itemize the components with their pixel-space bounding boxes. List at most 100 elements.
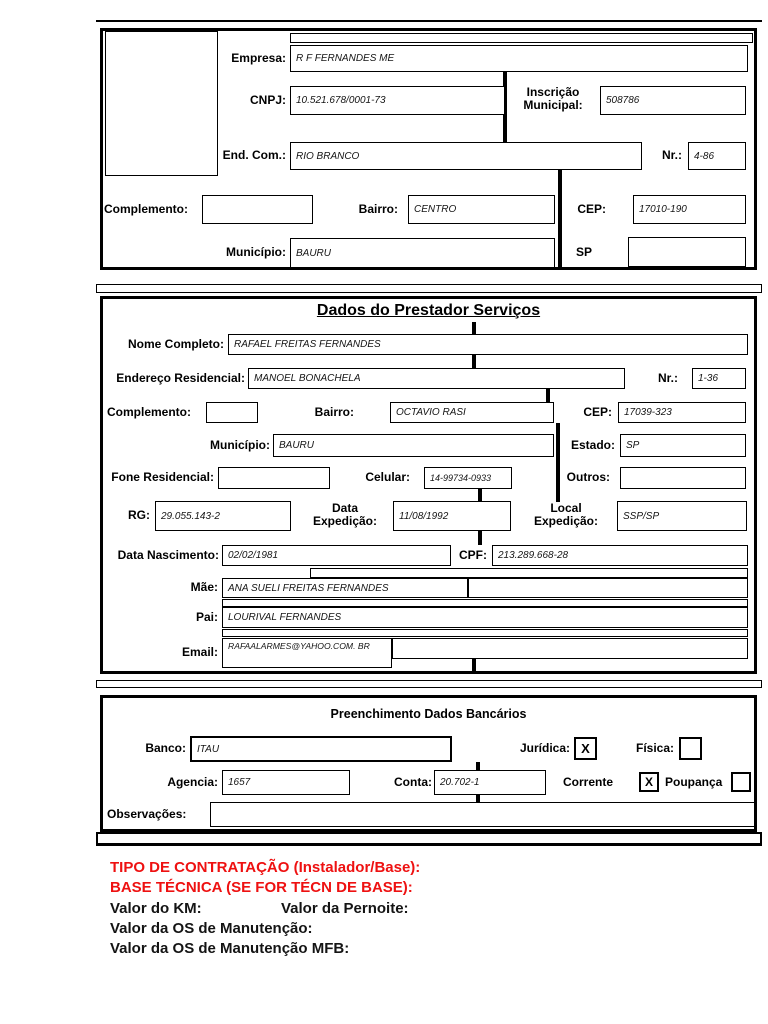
data-expedicao-field[interactable]: 11/08/1992 — [393, 501, 511, 531]
prestador-bairro-label: Bairro: — [314, 405, 354, 419]
section-divider-strip — [96, 680, 762, 688]
mae-field[interactable]: ANA SUELI FREITAS FERNANDES — [222, 578, 468, 598]
top-rule — [96, 20, 762, 22]
observacoes-field[interactable] — [210, 802, 755, 827]
conta-label: Conta: — [394, 775, 432, 789]
prestador-complemento-label: Complemento: — [107, 405, 191, 419]
company-nr-label: Nr.: — [661, 148, 682, 162]
fone-residencial-label: Fone Residencial: — [111, 470, 214, 484]
cnpj-label: CNPJ: — [249, 93, 286, 107]
rg-label: RG: — [128, 508, 150, 522]
email-label: Email: — [181, 645, 218, 659]
valor-os-manutencao-mfb-label: Valor da OS de Manutenção MFB: — [110, 940, 350, 957]
valor-pernoite-label: Valor da Pernoite: — [281, 900, 409, 917]
outros-field[interactable] — [620, 467, 746, 489]
fone-residencial-field[interactable] — [218, 467, 330, 489]
empty-strip — [222, 599, 748, 607]
endereco-residencial-label: Endereço Residencial: — [116, 371, 245, 385]
end-com-label: End. Com.: — [222, 148, 286, 162]
prestador-estado-field[interactable]: SP — [620, 434, 746, 457]
prestador-cep-label: CEP: — [583, 405, 612, 419]
connector-bar — [558, 170, 562, 268]
data-expedicao-label: Data Expedição: — [312, 501, 378, 529]
empty-strip — [310, 568, 748, 578]
cnpj-field[interactable]: 10.521.678/0001-73 — [290, 86, 505, 115]
local-expedicao-field[interactable]: SSP/SP — [617, 501, 747, 531]
celular-field[interactable]: 14-99734-0933 — [424, 467, 512, 489]
fisica-checkbox[interactable] — [679, 737, 702, 760]
end-com-field[interactable]: RIO BRANCO — [290, 142, 642, 170]
company-header-strip — [290, 33, 753, 43]
connector-bar — [478, 489, 482, 502]
agencia-label: Agencia: — [167, 775, 218, 789]
conta-field[interactable]: 20.702-1 — [434, 770, 546, 795]
connector-bar — [476, 762, 480, 772]
nome-completo-label: Nome Completo: — [128, 337, 224, 351]
empresa-label: Empresa: — [231, 51, 286, 65]
mae-label: Mãe: — [190, 580, 218, 594]
prestador-nr-label: Nr.: — [657, 371, 678, 385]
tipo-contratacao-line: TIPO DE CONTRATAÇÃO (Instalador/Base): — [110, 859, 421, 876]
empty-strip — [222, 629, 748, 637]
corrente-label: Corrente — [563, 775, 614, 789]
local-expedicao-label: Local Expedição: — [533, 501, 599, 529]
section-divider-strip — [96, 284, 762, 293]
prestador-bairro-field[interactable]: OCTAVIO RASI — [390, 402, 554, 423]
company-complemento-label: Complemento: — [104, 202, 188, 216]
banco-label: Banco: — [145, 741, 186, 755]
endereco-residencial-field[interactable]: MANOEL BONACHELA — [248, 368, 625, 389]
observacoes-label: Observações: — [107, 807, 187, 821]
pai-field[interactable]: LOURIVAL FERNANDES — [222, 607, 748, 628]
connector-bar — [472, 659, 476, 674]
mae-field-extension[interactable] — [468, 578, 748, 598]
connector-bar — [476, 795, 480, 804]
valor-km-label: Valor do KM: — [110, 900, 202, 917]
company-municipio-field[interactable]: BAURU — [290, 238, 555, 268]
empresa-field[interactable]: R F FERNANDES ME — [290, 45, 748, 72]
data-nascimento-label: Data Nascimento: — [117, 548, 219, 562]
data-nascimento-field[interactable]: 02/02/1981 — [222, 545, 451, 566]
prestador-complemento-field[interactable] — [206, 402, 258, 423]
juridica-checkbox[interactable]: X — [574, 737, 597, 760]
prestador-cep-field[interactable]: 17039-323 — [618, 402, 746, 423]
bancario-section-title: Preenchimento Dados Bancários — [330, 707, 527, 721]
inscricao-municipal-field[interactable]: 508786 — [600, 86, 746, 115]
company-cep-label: CEP: — [577, 202, 606, 216]
corrente-checkbox[interactable]: X — [639, 772, 659, 792]
logo-placeholder-box — [105, 31, 218, 176]
nome-completo-field[interactable]: RAFAEL FREITAS FERNANDES — [228, 334, 748, 355]
connector-bar — [478, 531, 482, 545]
company-bairro-field[interactable]: CENTRO — [408, 195, 555, 224]
connector-bar — [503, 72, 507, 142]
agencia-field[interactable]: 1657 — [222, 770, 350, 795]
prestador-municipio-field[interactable]: BAURU — [273, 434, 554, 457]
poupanca-checkbox[interactable] — [731, 772, 751, 792]
company-nr-field[interactable]: 4-86 — [688, 142, 746, 170]
poupanca-label: Poupança — [665, 775, 723, 789]
company-complemento-field[interactable] — [202, 195, 313, 224]
prestador-municipio-label: Município: — [210, 438, 270, 452]
company-estado-field[interactable] — [628, 237, 746, 267]
juridica-label: Jurídica: — [519, 741, 570, 755]
cpf-label: CPF: — [459, 548, 487, 562]
fisica-label: Física: — [635, 741, 674, 755]
celular-label: Celular: — [365, 470, 410, 484]
valor-os-manutencao-label: Valor da OS de Manutenção: — [110, 920, 313, 937]
company-estado-label: SP — [576, 245, 593, 259]
inscricao-municipal-label: Inscrição Municipal: — [523, 85, 583, 113]
base-tecnica-line: BASE TÉCNICA (SE FOR TÉCN DE BASE): — [110, 879, 413, 896]
rg-field[interactable]: 29.055.143-2 — [155, 501, 291, 531]
company-cep-field[interactable]: 17010-190 — [633, 195, 746, 224]
email-field-extension[interactable] — [392, 638, 748, 659]
email-field[interactable]: RAFAALARMES@YAHOO.COM. BR — [222, 638, 392, 668]
outros-label: Outros: — [566, 470, 610, 484]
cpf-field[interactable]: 213.289.668-28 — [492, 545, 748, 566]
company-bairro-label: Bairro: — [358, 202, 398, 216]
bottom-strip — [96, 832, 762, 846]
company-municipio-label: Município: — [226, 245, 286, 259]
pai-label: Pai: — [195, 610, 218, 624]
prestador-nr-field[interactable]: 1-36 — [692, 368, 746, 389]
banco-field[interactable]: ITAU — [190, 736, 452, 762]
prestador-section-title: Dados do Prestador Serviços — [316, 302, 541, 319]
